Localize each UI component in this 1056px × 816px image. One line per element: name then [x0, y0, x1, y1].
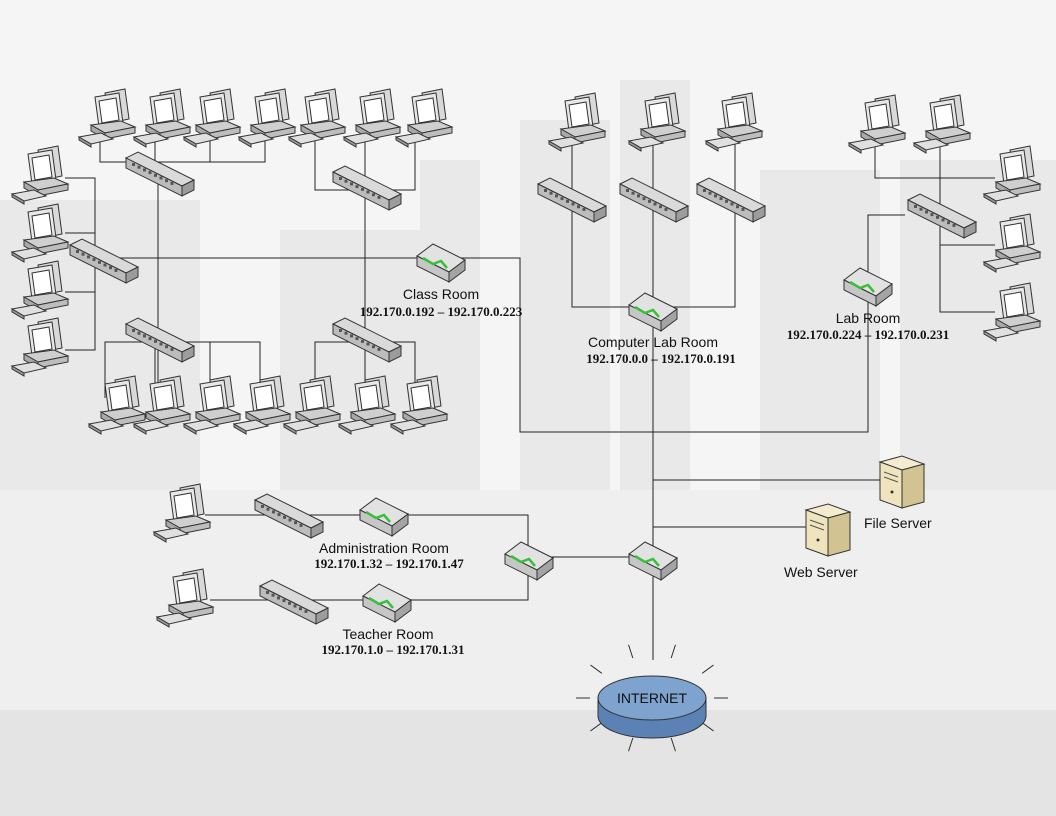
network-switch: [68, 238, 140, 284]
network-switch: [331, 165, 403, 211]
network-switch: [906, 193, 978, 239]
network-switch: [618, 177, 690, 223]
class-room-computer: [182, 88, 242, 148]
internet-label: INTERNET: [617, 690, 687, 706]
administration-room-label: Administration Room: [319, 540, 449, 556]
class-room-computer: [132, 375, 192, 435]
class-room-computer: [10, 145, 70, 205]
file-server-label: File Server: [864, 515, 932, 531]
computer-lab-computer: [704, 92, 764, 152]
administration-computer: [152, 483, 212, 543]
teacher-computer: [155, 568, 215, 628]
computer-lab-computer: [627, 92, 687, 152]
network-switch: [258, 579, 330, 625]
administration-room-range: 192.170.1.32 – 192.170.1.47: [314, 556, 464, 571]
class-room-computer: [182, 375, 242, 435]
teacher-room-label: Teacher Room: [342, 626, 434, 642]
class-room-computer: [394, 88, 454, 148]
class-room-computer: [237, 88, 297, 148]
computer-lab-room-label: Computer Lab Room: [588, 334, 718, 350]
web-server-icon: [804, 503, 852, 557]
lab-room-computer: [912, 94, 972, 154]
distribution-router: [504, 541, 554, 581]
lab-room-label: Lab Room: [835, 310, 901, 326]
teacher-room-range: 192.170.1.0 – 192.170.1.31: [321, 642, 465, 657]
class-room-computer: [282, 375, 342, 435]
internet-cloud-icon: [576, 644, 728, 752]
class-room-computer: [342, 88, 402, 148]
network-switch: [253, 493, 325, 539]
class-room-computer: [132, 88, 192, 148]
class-room-computer: [232, 375, 292, 435]
class-room-range: 192.170.0.192 – 192.170.0.223: [359, 304, 523, 319]
network-switch: [124, 151, 196, 197]
class-room-computer: [10, 317, 70, 377]
lab-room-computer: [982, 213, 1042, 273]
lab-room-computer: [982, 145, 1042, 205]
core-router: [628, 541, 678, 581]
lab-room-router: [843, 267, 893, 307]
network-switch: [331, 317, 403, 363]
class-room-computer: [287, 88, 347, 148]
network-switch: [695, 177, 767, 223]
computer-lab-room-range: 192.170.0.0 – 192.170.0.191: [586, 351, 736, 366]
class-room-label: Class Room: [402, 286, 480, 302]
class-room-router: [416, 243, 466, 283]
network-switch: [124, 317, 196, 363]
network-switch: [536, 177, 608, 223]
teacher-router: [362, 583, 412, 623]
class-room-computer: [389, 375, 449, 435]
computer-lab-computer: [547, 92, 607, 152]
class-room-computer: [87, 375, 147, 435]
class-room-computer: [10, 203, 70, 263]
web-server-label: Web Server: [784, 564, 858, 580]
file-server-icon: [878, 455, 926, 509]
class-room-computer: [337, 375, 397, 435]
lab-room-computer: [847, 94, 907, 154]
class-room-computer: [77, 88, 137, 148]
class-room-computer: [10, 260, 70, 320]
administration-router: [359, 497, 409, 537]
lab-room-computer: [982, 282, 1042, 342]
computer-lab-router: [628, 292, 678, 332]
lab-room-range: 192.170.0.224 – 192.170.0.231: [786, 327, 950, 342]
